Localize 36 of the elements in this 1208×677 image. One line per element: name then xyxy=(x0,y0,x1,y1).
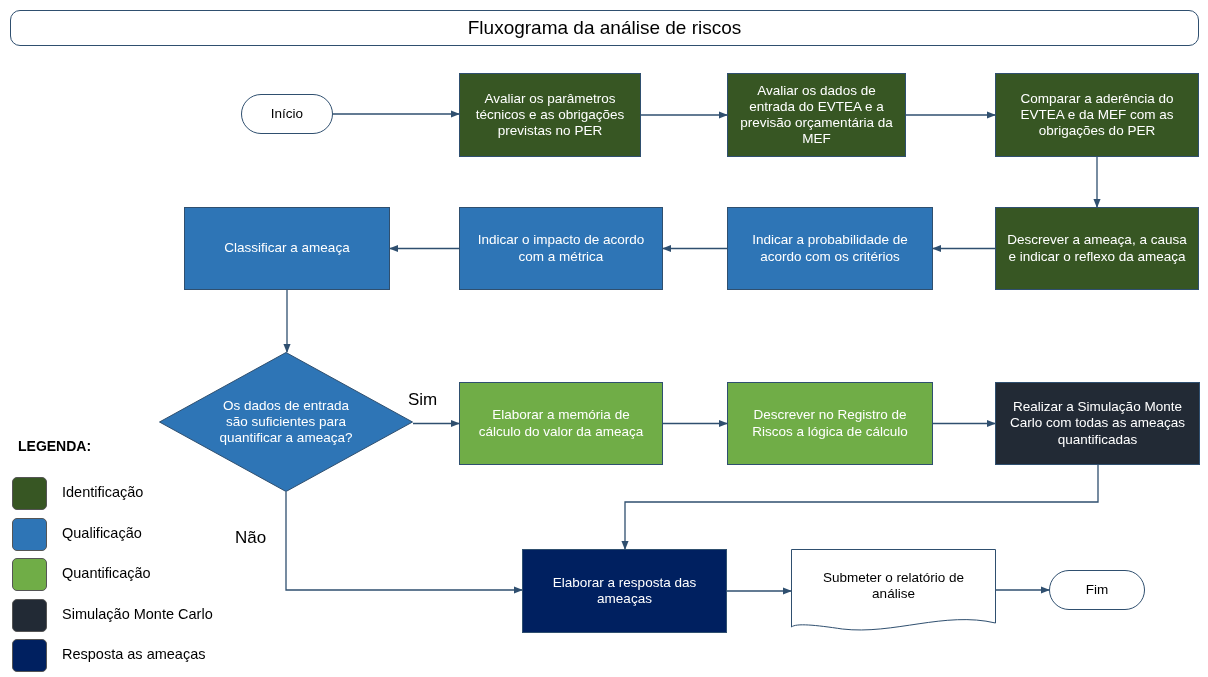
document-shape: Submeter o relatório de análise xyxy=(791,549,996,633)
process-box: Indicar a probabilidade de acordo com os critérios xyxy=(727,207,933,290)
arrow xyxy=(932,419,996,428)
legend-label: Qualificação xyxy=(62,524,142,541)
legend-label: Identificação xyxy=(62,484,144,500)
arrow xyxy=(726,587,792,595)
arrow xyxy=(389,244,460,253)
arrow xyxy=(662,244,728,253)
process-box: Avaliar os parâmetros técnicos e as obrigações previstas no PER xyxy=(459,73,641,157)
arrow xyxy=(995,586,1050,594)
arrow xyxy=(412,419,460,428)
arrow xyxy=(332,110,460,118)
process-box: Descrever no Registro de Riscos a lógica de cálculo xyxy=(727,382,933,465)
process-box: Elaborar a resposta das ameaças xyxy=(522,549,727,633)
process-box: Comparar a aderência do EVTEA e da MEF com as obrigações do PER xyxy=(995,73,1199,157)
arrow xyxy=(662,419,728,428)
terminal-box: Início xyxy=(241,94,333,134)
arrow xyxy=(932,244,996,253)
process-box: Descrever a ameaça, a causa e indicar o reflexo da ameaça xyxy=(995,207,1199,290)
arrow xyxy=(1093,156,1101,208)
process-box: Elaborar a memória de cálculo do valor da ameaça xyxy=(459,382,663,465)
terminal-box: Fim xyxy=(1049,570,1145,610)
arrow xyxy=(621,464,1099,550)
arrow xyxy=(905,111,996,119)
arrow xyxy=(640,111,728,119)
arrow xyxy=(283,289,291,353)
title: Fluxograma da análise de riscos xyxy=(10,10,1199,46)
legend-label: Resposta as ameaças xyxy=(62,646,206,662)
legend-label: Quantificação xyxy=(62,565,151,581)
process-box: Avaliar os dados de entrada do EVTEA e a previsão orçamentária da MEF xyxy=(727,73,906,157)
process-box: Indicar o impacto de acordo com a métrica xyxy=(459,207,663,290)
process-box: Classificar a ameaça xyxy=(184,207,390,290)
arrow xyxy=(285,491,523,594)
process-box: Realizar a Simulação Monte Carlo com todas as ameaças quantificadas xyxy=(995,382,1200,465)
legend-heading: LEGENDA: xyxy=(18,438,92,454)
legend-label: Simulação Monte Carlo xyxy=(62,605,213,622)
